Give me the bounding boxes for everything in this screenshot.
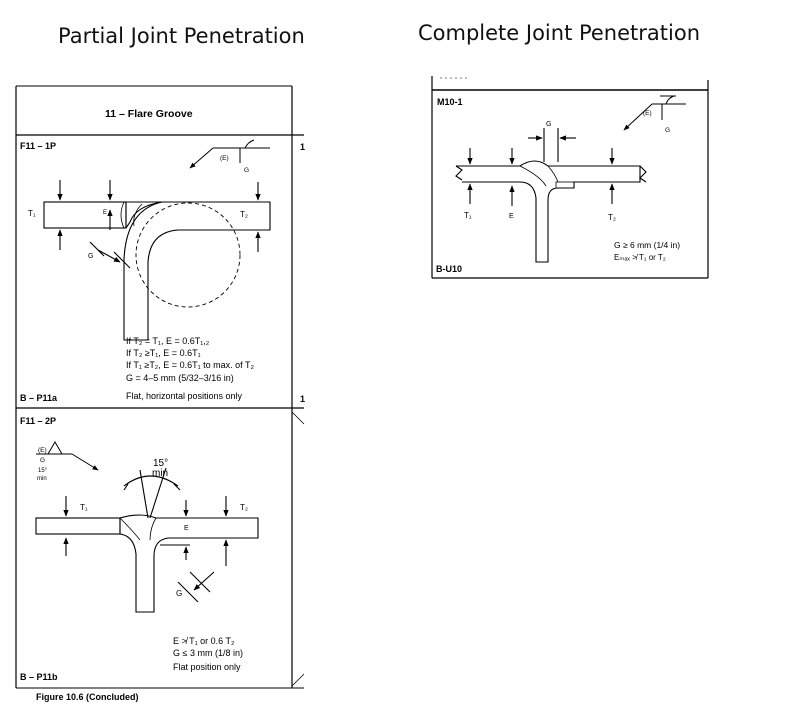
- panel-a-note-2: If T₂ ≥T₁, E = 0.6T₁: [126, 348, 201, 358]
- panel-b-ref: B – P11b: [20, 672, 58, 682]
- panel-c-weld-symbol: [623, 95, 686, 131]
- panel-a-t2: T₂: [240, 210, 248, 219]
- panel-b-t2: T₂: [240, 503, 248, 512]
- panel-c-g: G: [546, 121, 551, 128]
- panel-b-symbol-g: G: [40, 457, 45, 464]
- side-mark-1: 1: [300, 142, 305, 152]
- panel-a-joint: [43, 180, 271, 341]
- panel-c-t2: T₂: [608, 213, 616, 222]
- panel-c-note-2: Eₘₐₓ ≯ T₁ or T₂: [614, 253, 666, 262]
- panel-c-note-1: G ≥ 6 mm (1/4 in): [614, 240, 680, 250]
- panel-b-code: F11 – 2P: [20, 416, 56, 426]
- panel-a-e: E: [103, 210, 107, 216]
- panel-a-note-3: If T₁ ≥T₂, E = 0.6T₁ to max. of T₂: [126, 360, 254, 370]
- heading-partial-joint-penetration: Partial Joint Penetration: [58, 24, 305, 48]
- panel-b-weld-symbol: [36, 441, 99, 471]
- panel-b-note-2: G ≤ 3 mm (1/8 in): [173, 648, 243, 658]
- panel-b-note-3: Flat position only: [173, 662, 241, 672]
- panel-a-note-4: G = 4–5 mm (5/32–3/16 in): [126, 373, 234, 383]
- panel-a-code: F11 – 1P: [20, 141, 56, 151]
- panel-b-t1: T₁: [80, 503, 88, 512]
- section-title: 11 – Flare Groove: [105, 108, 193, 120]
- panel-a-ref: B – P11a: [20, 393, 58, 403]
- side-mark-2: 1: [300, 394, 305, 404]
- panel-a-symbol-e: (E): [220, 155, 229, 162]
- panel-a-weld-symbol: [189, 139, 270, 169]
- panel-c-ref: B-U10: [436, 264, 462, 274]
- panel-b-angle-small: 15°: [38, 468, 48, 474]
- panel-c-joint: [455, 128, 647, 263]
- panel-b-angle-small-min: min: [37, 476, 47, 482]
- panel-c-symbol-e: (E): [643, 110, 652, 117]
- heading-complete-joint-penetration: Complete Joint Penetration: [418, 21, 701, 45]
- panel-a-g: G: [88, 253, 93, 260]
- panel-a-note-1: If T₂ = T₁, E = 0.6T₁,₂: [126, 336, 210, 346]
- panel-a-t1: T₁: [28, 209, 36, 218]
- panel-c-e: E: [509, 213, 514, 220]
- panel-b-e: E: [184, 525, 189, 532]
- panel-c-symbol-g: G: [665, 127, 670, 134]
- panel-c-code: M10-1: [437, 97, 463, 107]
- panel-b-note-1: E ≯ T₁ or 0.6 T₂: [173, 636, 235, 646]
- panel-a-note-5: Flat, horizontal positions only: [126, 391, 243, 401]
- figure-caption: Figure 10.6 (Concluded): [36, 692, 139, 702]
- panel-b-symbol-e: (E): [38, 447, 47, 454]
- panel-b-angle-min: min: [152, 468, 168, 479]
- panel-c-frame: [431, 76, 709, 279]
- left-table-frame: [15, 85, 305, 689]
- panel-c-t1: T₁: [464, 211, 472, 220]
- panel-b-g: G: [176, 589, 182, 598]
- panel-b-angle: 15°: [153, 458, 168, 469]
- panel-b-joint: [35, 467, 259, 613]
- panel-a-symbol-g: G: [244, 167, 249, 174]
